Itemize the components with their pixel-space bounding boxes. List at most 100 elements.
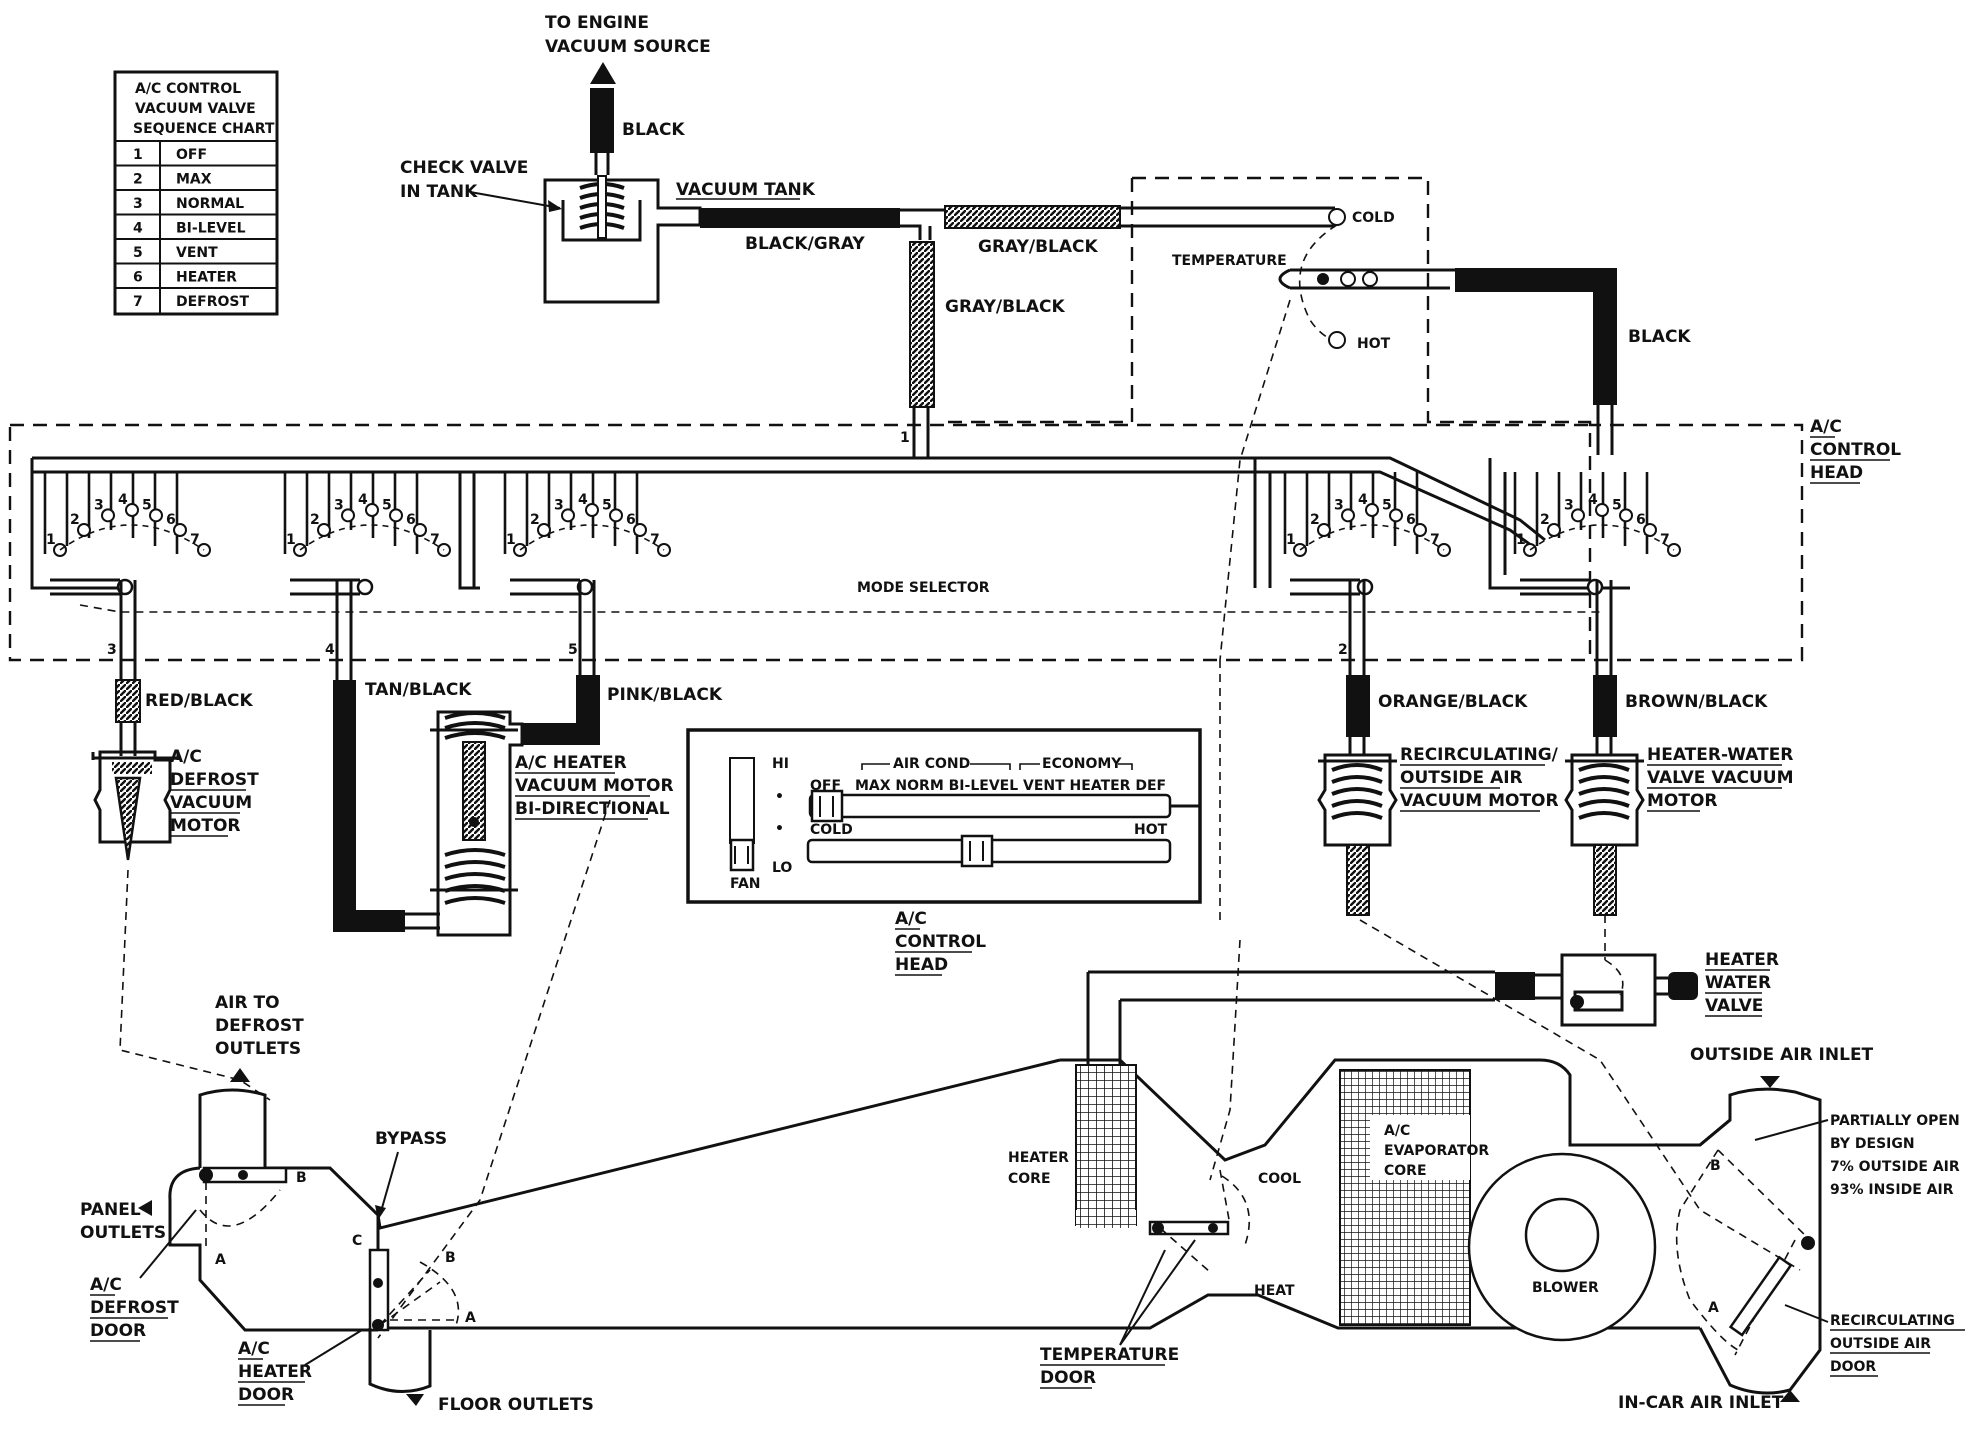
port-number: 1 xyxy=(1286,532,1296,548)
temp-hot-label: HOT xyxy=(1134,822,1168,838)
selector-port xyxy=(1595,503,1609,517)
arrow-down-icon xyxy=(406,1394,424,1406)
selector-port xyxy=(609,508,623,523)
partially-open-label-4: 93% INSIDE AIR xyxy=(1830,1182,1954,1198)
orange-black-hose xyxy=(1346,675,1370,737)
defrost-door-label-1: A/C xyxy=(90,1275,122,1295)
red-black-label: RED/BLACK xyxy=(145,691,253,711)
selector-port xyxy=(1571,508,1585,523)
chart-row-num: 3 xyxy=(133,196,143,212)
port-number: 4 xyxy=(1358,492,1368,508)
check-valve-label-2: IN TANK xyxy=(400,182,478,202)
port-4-label: 4 xyxy=(325,642,335,658)
heater-core xyxy=(1075,1064,1137,1226)
black-right-label: BLACK xyxy=(1628,327,1691,347)
chart-row-label: VENT xyxy=(176,245,218,261)
door-letter-a2: A xyxy=(465,1310,476,1326)
port-number: 7 xyxy=(190,532,200,548)
heater-vacuum-motor: A/C HEATER VACUUM MOTOR BI-DIRECTIONAL xyxy=(430,710,674,937)
temp-slider-knob[interactable] xyxy=(960,834,994,868)
svg-text:•: • xyxy=(775,789,784,805)
chart-row-num: 7 xyxy=(133,294,143,310)
port-number: 6 xyxy=(406,512,416,528)
port-number: 1 xyxy=(46,532,56,548)
control-panel: HI LO •• FAN AIR COND ECONOMY OFF MAX NO… xyxy=(686,728,1202,976)
port-number: 2 xyxy=(1310,512,1320,528)
control-head-right-2: CONTROL xyxy=(1810,440,1901,460)
port-number: 7 xyxy=(650,532,660,548)
fan-slider-track[interactable] xyxy=(729,757,755,844)
recirc-vacuum-motor: RECIRCULATING/ OUTSIDE AIR VACUUM MOTOR xyxy=(1317,745,1559,916)
port-number: 6 xyxy=(166,512,176,528)
port-number: 3 xyxy=(1564,497,1574,513)
output-hoses: 3 RED/BLACK 4 TAN/BLACK 5 PINK/BLACK 2 O… xyxy=(107,580,1768,932)
selector-port xyxy=(173,523,187,537)
chart-title-line2: VACUUM VALVE xyxy=(135,101,256,117)
panel-outlets-label-2: OUTLETS xyxy=(80,1223,166,1243)
mode-slider-knob[interactable] xyxy=(810,789,844,823)
svg-text:•: • xyxy=(775,821,784,837)
vacuum-source-group: TO ENGINE VACUUM SOURCE BLACK CHECK VALV… xyxy=(400,13,1335,458)
port-number: 2 xyxy=(310,512,320,528)
door-letter-b2: B xyxy=(445,1250,456,1266)
mode-slider-track[interactable] xyxy=(808,793,1172,819)
chart-row-label: BI-LEVEL xyxy=(176,221,246,237)
port-number: 5 xyxy=(1382,497,1392,513)
control-head-right-1: A/C xyxy=(1810,417,1842,437)
port-number: 2 xyxy=(70,512,80,528)
heater-door xyxy=(368,1248,390,1332)
pink-black-hose xyxy=(522,675,600,745)
door-letter-a: A xyxy=(215,1252,226,1268)
heater-door-label-2: HEATER xyxy=(238,1362,312,1382)
evap-label-1: A/C xyxy=(1384,1123,1410,1139)
selector-port xyxy=(1389,508,1403,523)
air-defrost-label-3: OUTLETS xyxy=(215,1039,301,1059)
door-letter-b: B xyxy=(296,1170,307,1186)
selector-port xyxy=(633,523,647,537)
outside-inlet-label: OUTSIDE AIR INLET xyxy=(1690,1045,1874,1065)
port-3-label: 3 xyxy=(107,642,117,658)
port-number: 5 xyxy=(1612,497,1622,513)
port-number: 4 xyxy=(358,492,368,508)
selector-port xyxy=(1341,508,1355,523)
fan-hi-label: HI xyxy=(772,756,789,772)
door-letter-c: C xyxy=(352,1233,362,1249)
heater-water-valve: HEATER WATER VALVE xyxy=(1086,915,1779,1064)
water-valve-label-2: WATER xyxy=(1705,973,1771,993)
temp-door-label-1: TEMPERATURE xyxy=(1040,1345,1179,1365)
evaporator-core xyxy=(1339,1069,1471,1326)
defrost-motor-label-4: MOTOR xyxy=(170,816,241,836)
control-head-right-3: HEAD xyxy=(1810,463,1863,483)
selector-port xyxy=(561,508,575,523)
mode-selector-label: MODE SELECTOR xyxy=(857,580,990,596)
port-number: 1 xyxy=(286,532,296,548)
partially-open-label-3: 7% OUTSIDE AIR xyxy=(1830,1159,1960,1175)
chart-row-label: DEFROST xyxy=(176,294,250,310)
arrow-down-icon xyxy=(1760,1076,1780,1088)
port-number: 1 xyxy=(1516,532,1526,548)
selector-port xyxy=(585,503,599,517)
door-letter-b3: B xyxy=(1710,1158,1721,1174)
port-1-top: 1 xyxy=(900,430,910,446)
recirc-door-label-2: OUTSIDE AIR xyxy=(1830,1336,1931,1352)
air-cond-label: AIR COND xyxy=(893,756,970,772)
recirc-motor-label-3: VACUUM MOTOR xyxy=(1400,791,1559,811)
defrost-vacuum-motor: A/C DEFROST VACUUM MOTOR xyxy=(91,747,259,861)
selector-port xyxy=(1317,523,1331,537)
chart-row-label: HEATER xyxy=(176,270,237,286)
heater-core-label-2: CORE xyxy=(1008,1171,1051,1187)
port-number: 3 xyxy=(334,497,344,513)
air-defrost-label-1: AIR TO xyxy=(215,993,280,1013)
port-number: 6 xyxy=(1636,512,1646,528)
hot-label: HOT xyxy=(1357,336,1391,352)
economy-label: ECONOMY xyxy=(1042,756,1122,772)
in-car-inlet-label: IN-CAR AIR INLET xyxy=(1618,1393,1784,1413)
port-number: 6 xyxy=(626,512,636,528)
black-hose-right xyxy=(1455,268,1617,405)
chart-row-label: OFF xyxy=(176,147,207,163)
recirc-motor-label-2: OUTSIDE AIR xyxy=(1400,768,1523,788)
